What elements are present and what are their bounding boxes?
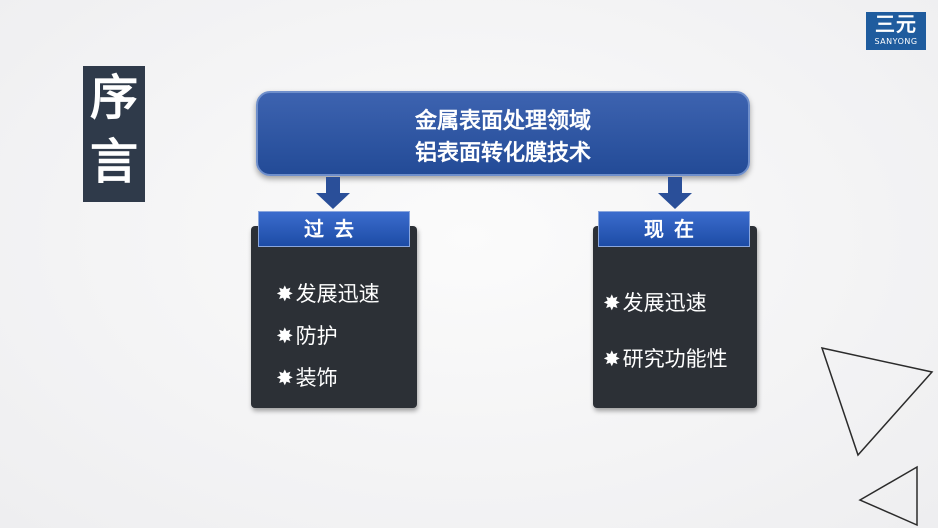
star-bullet-icon: ✸	[603, 291, 621, 315]
title-char-1: 序	[89, 70, 138, 126]
present-item-label: 研究功能性	[622, 347, 728, 371]
company-logo: 三元 SANYONG	[866, 12, 926, 50]
logo-name: SANYONG	[874, 37, 918, 46]
header-line-2: 铝表面转化膜技术	[414, 141, 591, 166]
past-item: ✸发展迅速	[276, 278, 380, 308]
past-item: ✸装饰	[276, 362, 338, 392]
present-item: ✸研究功能性	[603, 343, 728, 373]
star-bullet-icon: ✸	[603, 347, 621, 371]
logo-mark: 三元	[875, 12, 917, 36]
header-line-1: 金属表面处理领域	[414, 109, 591, 134]
past-item-label: 防护	[295, 324, 338, 348]
star-bullet-icon: ✸	[276, 366, 294, 390]
past-item-label: 装饰	[295, 366, 338, 390]
past-item-label: 发展迅速	[295, 282, 380, 306]
title-char-2: 言	[89, 134, 138, 190]
slide-title: 序 言	[83, 66, 145, 202]
triangle-outline-icon	[858, 465, 918, 527]
star-bullet-icon: ✸	[276, 324, 294, 348]
triangle-outline-icon	[820, 346, 934, 457]
present-item-label: 发展迅速	[622, 291, 707, 315]
past-tab: 过去	[258, 211, 410, 247]
past-panel	[251, 226, 417, 408]
past-item: ✸防护	[276, 320, 338, 350]
present-panel	[593, 226, 757, 408]
star-bullet-icon: ✸	[276, 282, 294, 306]
present-item: ✸发展迅速	[603, 287, 707, 317]
present-tab: 现在	[598, 211, 750, 247]
header-box: 金属表面处理领域 铝表面转化膜技术	[256, 91, 750, 176]
